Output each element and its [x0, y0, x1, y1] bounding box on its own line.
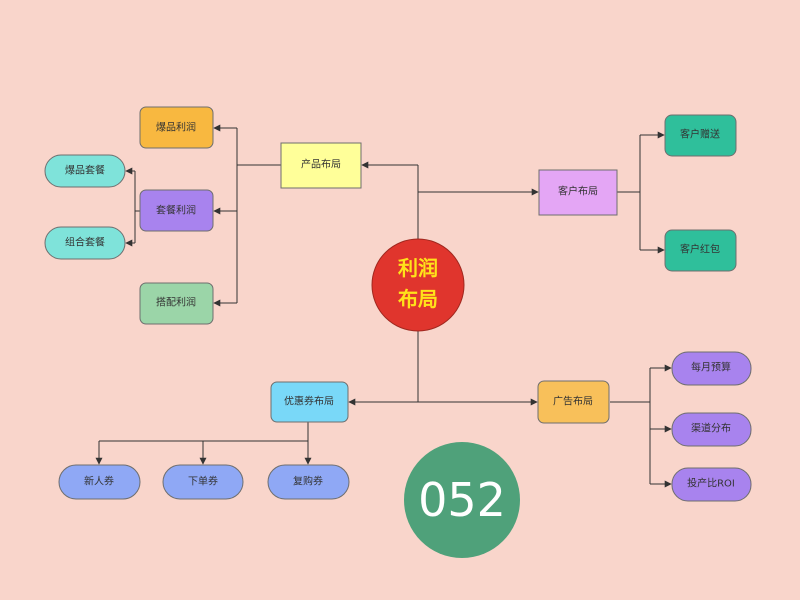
product-child-1-node	[139, 106, 214, 149]
coupon-branch: 优惠券布局 新人券 下单券 复购券	[58, 381, 350, 500]
edges	[95, 124, 672, 488]
package-child-1-node	[44, 154, 126, 188]
badge-label: 052	[418, 473, 506, 527]
coupon-child-3-label: 复购券	[293, 475, 323, 488]
customer-branch: 客户布局 客户赠送 客户红包	[538, 114, 737, 272]
coupon-child-2-node	[162, 464, 244, 500]
product-node	[280, 142, 362, 189]
ads-child-2-node	[671, 412, 752, 447]
center-label-line2: 布局	[398, 287, 438, 311]
badge-circle	[404, 442, 520, 558]
product-child-3-node	[139, 282, 214, 325]
package-child-2-node	[44, 226, 126, 260]
coupon-child-2-label: 下单券	[188, 475, 218, 488]
ads-child-3-label: 投产比ROI	[687, 477, 735, 490]
ads-node	[537, 380, 610, 424]
customer-child-2-label: 客户红包	[680, 243, 720, 256]
package-child-1-label: 爆品套餐	[65, 164, 105, 177]
center-node: 利润 布局	[371, 238, 465, 332]
coupon-child-3-node	[267, 464, 350, 500]
coupon-node	[270, 381, 349, 423]
customer-child-1-node	[664, 114, 737, 157]
ads-child-1-label: 每月预算	[691, 361, 731, 374]
customer-child-1-label: 客户赠送	[680, 128, 720, 141]
coupon-child-1-node	[58, 464, 141, 500]
coupon-child-1-label: 新人券	[84, 475, 114, 488]
customer-child-2-node	[664, 229, 737, 272]
product-child-2-label: 套餐利润	[156, 204, 196, 217]
customer-node	[538, 169, 618, 216]
center-circle	[371, 238, 465, 332]
package-child-2-label: 组合套餐	[65, 236, 105, 249]
number-badge: 052	[404, 442, 520, 558]
ads-branch: 广告布局 每月预算 渠道分布 投产比ROI	[537, 351, 752, 502]
ads-label: 广告布局	[553, 395, 593, 408]
ads-child-3-node	[671, 467, 752, 502]
ads-child-2-label: 渠道分布	[691, 422, 731, 435]
product-child-1-label: 爆品利润	[156, 121, 196, 134]
product-label: 产品布局	[301, 158, 341, 171]
center-label-line1: 利润	[398, 256, 438, 280]
product-child-3-label: 搭配利润	[156, 296, 196, 309]
product-branch: 产品布局 爆品利润 套餐利润 搭配利润 爆品套餐 组合套餐	[44, 106, 362, 325]
ads-child-1-node	[671, 351, 752, 386]
coupon-label: 优惠券布局	[284, 395, 334, 408]
product-child-2-node	[139, 189, 214, 232]
customer-label: 客户布局	[558, 185, 598, 198]
